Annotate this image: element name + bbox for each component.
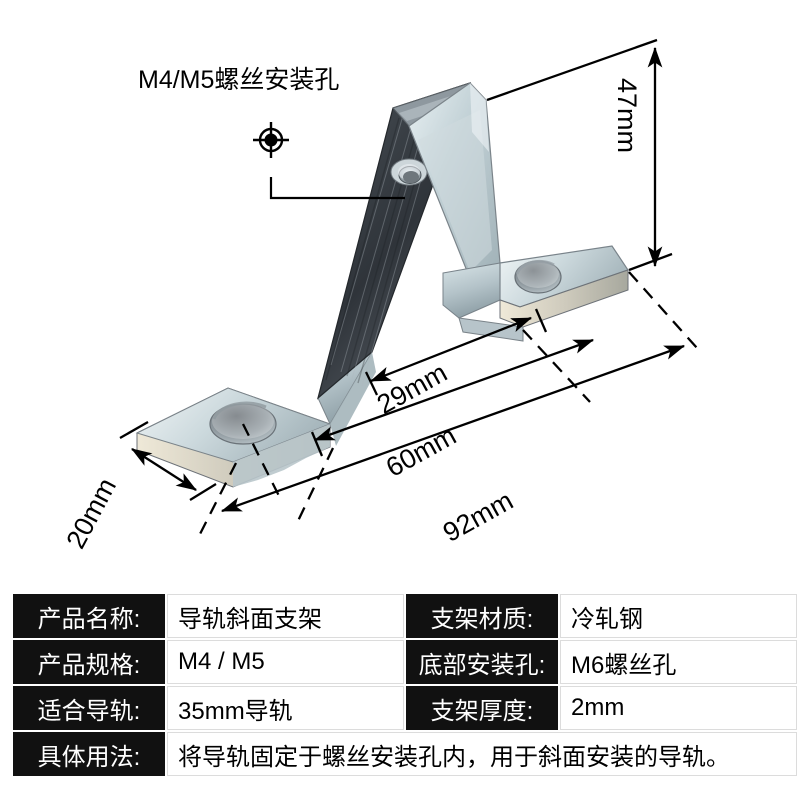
table-row: 具体用法: 将导轨固定于螺丝安装孔内，用于斜面安装的导轨。 [13, 732, 797, 776]
tick-20-bottom [189, 483, 217, 501]
right-leg-and-foot [442, 245, 629, 342]
spec-value-usage: 将导轨固定于螺丝安装孔内，用于斜面安装的导轨。 [167, 732, 797, 776]
dim-line-92mm [220, 344, 686, 513]
inclined-arm-side [408, 82, 501, 287]
table-row: 产品规格: M4 / M5 底部安装孔: M6螺丝孔 [13, 640, 797, 684]
spec-key: 产品名称: [13, 594, 165, 638]
tick-29-right [534, 308, 548, 333]
specification-table: 产品名称: 导轨斜面支架 支架材质: 冷轧钢 产品规格: M4 / M5 底部安… [11, 592, 799, 778]
product-illustration: M4/M5螺丝安装孔 47mm 29mm 60mm 92mm 20mm [60, 38, 698, 553]
spec-value: 2mm [560, 686, 797, 730]
table-row: 适合导轨: 35mm导轨 支架厚度: 2mm [13, 686, 797, 730]
ext-line-top [486, 38, 658, 102]
projection-lines-base [198, 423, 335, 535]
spec-key: 产品规格: [13, 640, 165, 684]
spec-value: M6螺丝孔 [560, 640, 797, 684]
tick-20-top [119, 421, 149, 439]
screw-hole-callout-leader [269, 177, 405, 200]
crosshair-target-icon [253, 122, 289, 158]
table-row: 产品名称: 导轨斜面支架 支架材质: 冷轧钢 [13, 594, 797, 638]
spec-key: 具体用法: [13, 732, 165, 776]
spec-value: 导轨斜面支架 [167, 594, 404, 638]
ext-line-bottom-right [628, 252, 673, 272]
spec-key: 支架材质: [406, 594, 558, 638]
spec-key: 适合导轨: [13, 686, 165, 730]
dim-line-20mm [131, 448, 197, 491]
spec-key: 底部安装孔: [406, 640, 558, 684]
bracket-body [135, 82, 629, 488]
dimension-label-height: 47mm [612, 78, 642, 154]
spec-value: 冷轧钢 [560, 594, 797, 638]
screw-hole-callout-label: M4/M5螺丝安装孔 [138, 66, 340, 94]
specification-table-body: 产品名称: 导轨斜面支架 支架材质: 冷轧钢 产品规格: M4 / M5 底部安… [13, 594, 797, 776]
dimension-lines [119, 38, 698, 535]
spec-value: M4 / M5 [167, 640, 404, 684]
spec-value: 35mm导轨 [167, 686, 404, 730]
spec-key: 支架厚度: [406, 686, 558, 730]
